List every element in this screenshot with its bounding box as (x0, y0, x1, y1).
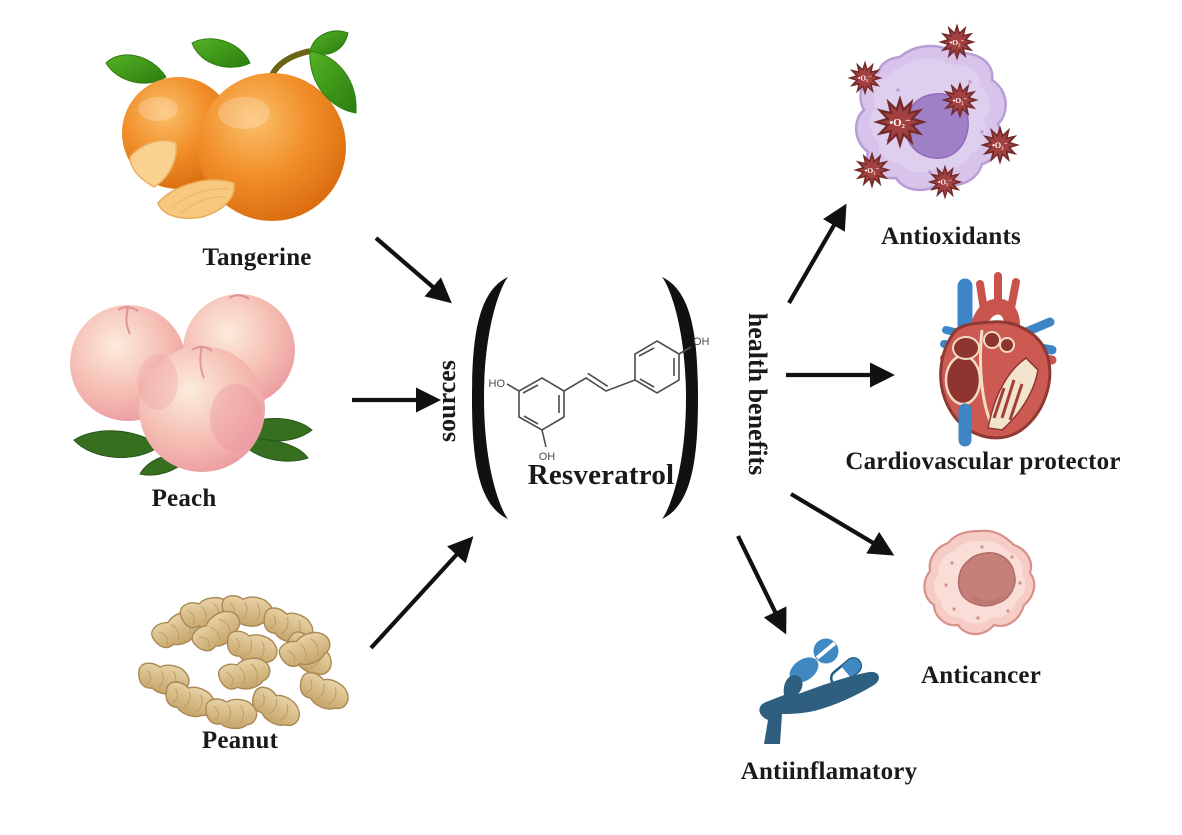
superoxide-cell-illustration: •O₂⁻ •O₂⁻ •O₂⁻ •O₂⁻ •O₂⁻ •O₂⁻ •O₂⁻ (849, 25, 1018, 198)
arrow-peanut-to-resveratrol (369, 536, 474, 650)
peach-label: Peach (151, 485, 217, 512)
open-hand (759, 671, 879, 744)
tangerine-segment (129, 139, 178, 188)
superoxide-radicals: •O₂⁻ •O₂⁻ •O₂⁻ •O₂⁻ •O₂⁻ •O₂⁻ •O₂⁻ (849, 25, 1018, 198)
health-benefits-group-label: health benefits (743, 312, 772, 476)
atrium (952, 336, 980, 360)
resveratrol-structure: HO OH OH (472, 277, 710, 519)
peach-front (139, 346, 265, 472)
leaf (105, 54, 167, 84)
compound-name-label: Resveratrol (527, 459, 675, 491)
arrow-resveratrol-to-anticancer (789, 492, 895, 556)
superoxide-label: •O₂⁻ (950, 38, 965, 47)
hand-with-pills-illustration (759, 638, 879, 744)
antioxidants-label: Antioxidants (881, 223, 1021, 250)
cancer-cell-nucleus (957, 552, 1016, 607)
stem (269, 48, 311, 77)
superoxide-label: •O₂⁻ (938, 179, 952, 187)
arrow-resveratrol-to-antiinflamatory (736, 535, 787, 635)
atom-label-oh-bottom: OH (539, 451, 556, 463)
superoxide-label: •O₂⁻ (953, 96, 968, 105)
superoxide-label: •O₂⁻ (858, 75, 872, 83)
arrow-tangerine-to-resveratrol (374, 236, 452, 304)
atom-label-oh-right: OH (693, 336, 710, 348)
sources-group-label: sources (432, 360, 461, 442)
leaf (309, 30, 349, 55)
left-chamber (944, 354, 982, 406)
leaf (191, 38, 251, 68)
septum (979, 329, 994, 427)
tangerine-label: Tangerine (202, 244, 312, 271)
arrow-resveratrol-to-antioxidants (787, 203, 847, 305)
superoxide-label: •O₂⁻ (865, 166, 880, 175)
superoxide-label: •O₂⁻ (889, 117, 911, 129)
tablet-score-line (815, 641, 837, 660)
cancer-cell-illustration (923, 529, 1036, 636)
anticancer-label: Anticancer (920, 662, 1042, 689)
atom-label-ho: HO (489, 378, 506, 390)
peanut-pile (135, 592, 354, 730)
peach-photo (70, 294, 313, 476)
left-bracket (472, 277, 508, 519)
cardiovascular-label: Cardiovascular protector (845, 448, 1121, 475)
tangerine-front (198, 73, 346, 221)
superoxide-label: •O₂⁻ (992, 141, 1008, 150)
leaf (309, 50, 357, 114)
tangerine-photo (105, 30, 357, 221)
right-ventricle (987, 357, 1039, 431)
antiinflamatory-label: Antiinflamatory (740, 758, 918, 785)
peanut-label: Peanut (201, 727, 279, 754)
peanut-photo (135, 592, 354, 730)
skeletal-structure (506, 340, 692, 448)
anatomical-heart-illustration (939, 272, 1057, 447)
right-bracket (662, 277, 698, 519)
